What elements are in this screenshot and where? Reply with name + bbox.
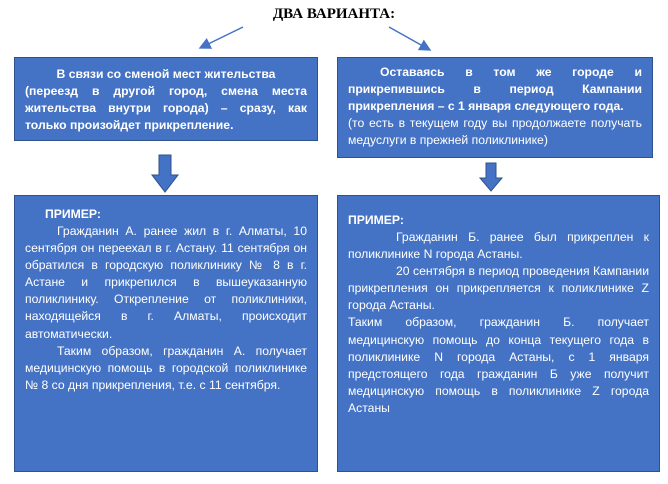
left-example-heading: ПРИМЕР: — [45, 207, 101, 221]
down-arrow-left — [150, 154, 180, 193]
right-example-heading: ПРИМЕР: — [348, 213, 404, 227]
left-option-box: В связи со сменой мест жительства (перее… — [14, 57, 318, 141]
right-example-paragraph-1: Гражданин Б. ранее был прикреплен к поли… — [348, 230, 649, 262]
left-example-paragraph-1: Гражданин А. ранее жил в г. Алматы, 10 с… — [25, 224, 307, 341]
left-example-box: ПРИМЕР: Гражданин А. ранее жил в г. Алма… — [14, 195, 318, 472]
down-arrow-right — [478, 162, 504, 192]
diagram-title: ДВА ВАРИАНТА: — [272, 6, 396, 22]
arrow-to-left-option — [198, 26, 244, 49]
right-option-line-1: Оставаясь в том же городе и прикрепившис… — [348, 65, 642, 114]
right-example-paragraph-3: Таким образом, гражданин Б. получает мед… — [348, 315, 649, 415]
left-option-line-1: В связи со сменой мест жительства — [56, 67, 276, 81]
right-example-paragraph-2: 20 сентября в период проведения Кампании… — [348, 264, 649, 313]
arrow-to-right-option — [388, 26, 432, 51]
right-example-box: ПРИМЕР: Гражданин Б. ранее был прикрепле… — [337, 195, 660, 472]
right-option-box: Оставаясь в том же городе и прикрепившис… — [337, 57, 653, 158]
left-option-line-2: (переезд в другой город, смена места жит… — [25, 84, 307, 133]
right-option-line-2: (то есть в текущем году вы продолжаете п… — [348, 116, 642, 148]
left-example-paragraph-2: Таким образом, гражданин А. получает мед… — [25, 343, 307, 392]
